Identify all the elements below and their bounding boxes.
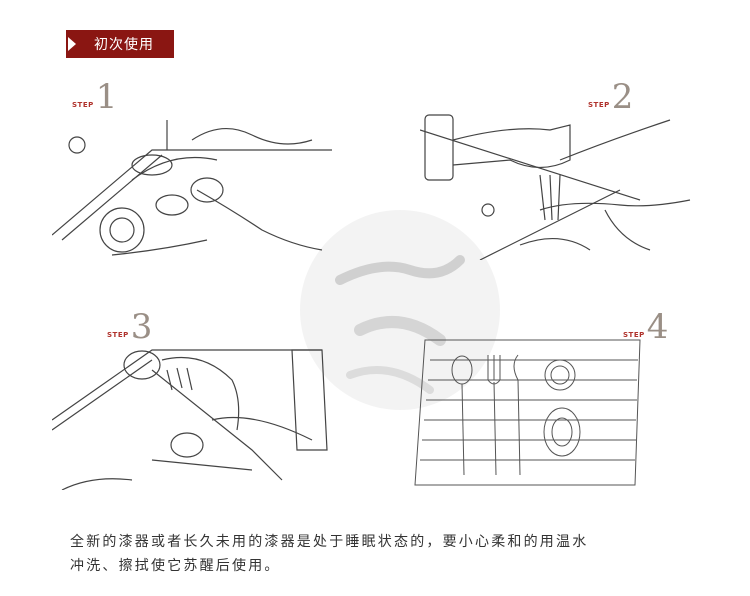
usage-instructions: 全新的漆器或者长久未用的漆器是处于睡眠状态的，要小心柔和的用温水 冲洗、擦拭使它… — [70, 530, 710, 578]
section-header: 初次使用 — [66, 30, 174, 58]
caption-line-2: 冲洗、擦拭使它苏醒后使用。 — [70, 558, 281, 574]
step-1-illustration: STEP 1 — [52, 80, 332, 260]
step-3-label: STEP 3 — [107, 307, 153, 347]
step-4-illustration: STEP 4 — [410, 310, 690, 490]
step-1-label: STEP 1 — [72, 77, 118, 117]
section-title: 初次使用 — [94, 37, 154, 53]
step-3-illustration: STEP 3 — [52, 310, 332, 490]
step-2-label: STEP 2 — [588, 77, 634, 117]
chevron-right-icon — [66, 30, 80, 58]
step-2-illustration: STEP 2 — [420, 80, 700, 260]
caption-line-1: 全新的漆器或者长久未用的漆器是处于睡眠状态的，要小心柔和的用温水 — [70, 534, 589, 550]
step-4-label: STEP 4 — [623, 307, 669, 347]
